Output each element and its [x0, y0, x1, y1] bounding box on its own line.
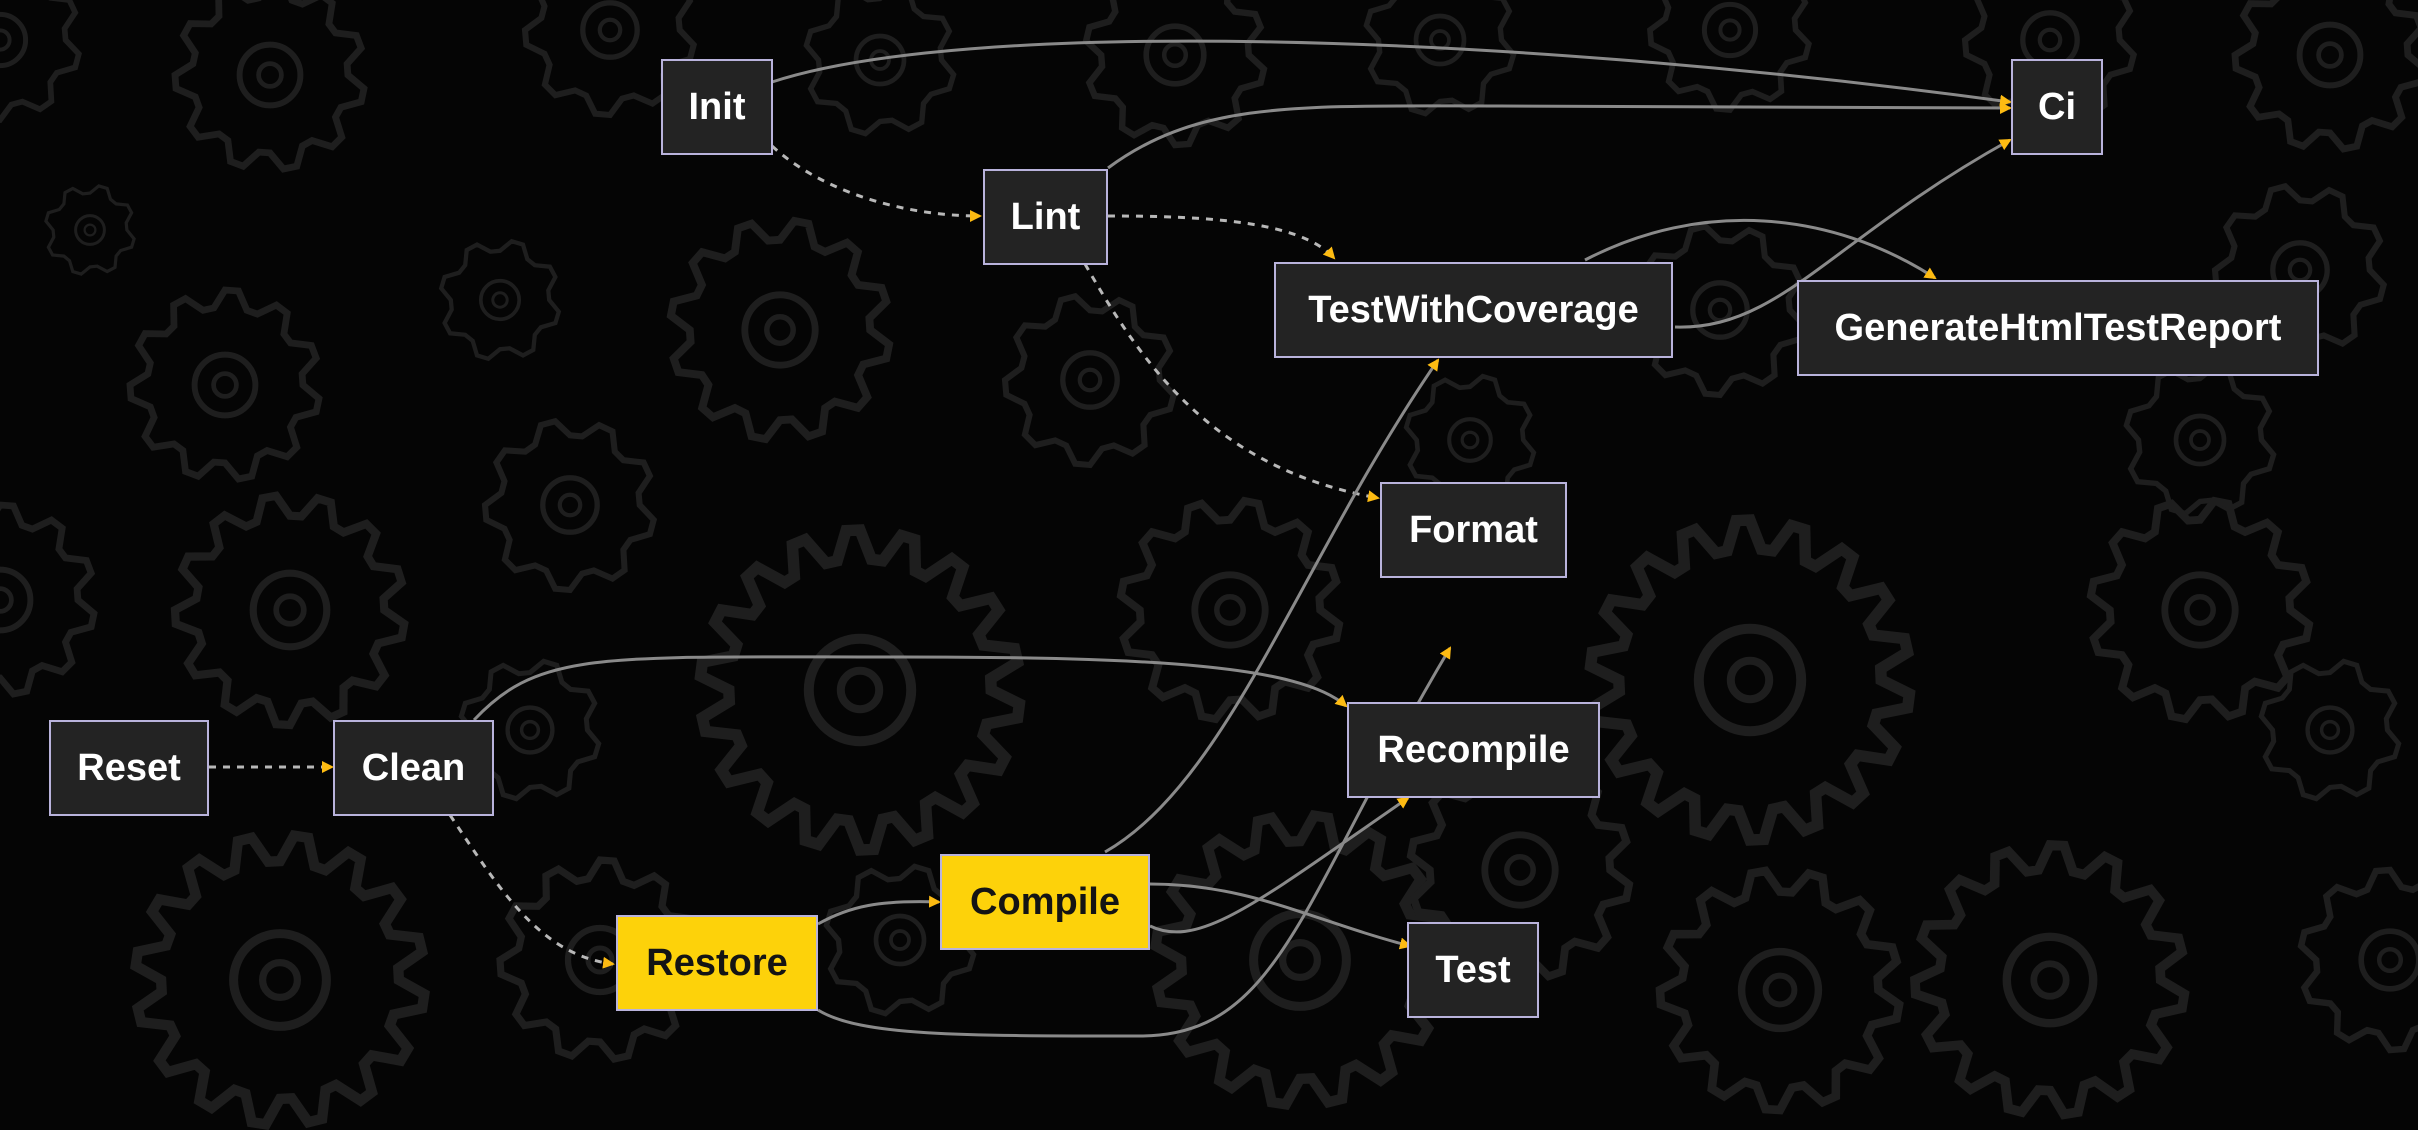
gear-icon [171, 0, 368, 173]
node-label: Ci [2038, 85, 2076, 128]
gear-icon [130, 830, 430, 1130]
node-label: GenerateHtmlTestReport [1834, 306, 2282, 349]
node-clean[interactable]: Clean [333, 720, 494, 816]
node-restore[interactable]: Restore [616, 915, 818, 1011]
gear-icon [1647, 0, 1812, 113]
gear-icon [694, 524, 1026, 856]
gear-icon [666, 216, 894, 444]
node-init[interactable]: Init [661, 59, 773, 155]
node-label: TestWithCoverage [1308, 288, 1639, 331]
gear-icon [170, 491, 409, 730]
edge-init-lint [770, 144, 982, 222]
gear-icon [2258, 658, 2402, 802]
gear-icon [1116, 496, 1344, 724]
gear-icon [0, 0, 82, 123]
edge-compile-recompile [1149, 796, 1410, 934]
gear-icon [2123, 363, 2277, 517]
node-lint[interactable]: Lint [983, 169, 1108, 265]
node-testwithcoverage[interactable]: TestWithCoverage [1274, 262, 1673, 358]
node-reset[interactable]: Reset [49, 720, 209, 816]
edge-restore-testwithcoverage [817, 646, 1452, 1038]
gear-icon [823, 863, 977, 1017]
gear-icon [44, 184, 136, 276]
edge-init-ci [771, 39, 2012, 107]
node-label: Recompile [1377, 728, 1570, 771]
edge-testwithcoverage-ci [1674, 138, 2012, 329]
gear-icon [1655, 866, 1904, 1115]
node-label: Reset [77, 746, 181, 789]
edge-clean-recompile [472, 655, 1348, 722]
gear-icon [438, 238, 562, 362]
node-ci[interactable]: Ci [2011, 59, 2103, 155]
gear-icon [2297, 866, 2418, 1054]
edge-restore-compile [817, 895, 941, 926]
node-label: Lint [1010, 195, 1081, 238]
edge-compile-test [1149, 882, 1412, 950]
gear-icon [0, 501, 98, 698]
gear-icon [1001, 292, 1178, 469]
edge-lint-testwithcoverage [1107, 214, 1336, 260]
node-generatehtmltestreport[interactable]: GenerateHtmlTestReport [1797, 280, 2319, 376]
node-label: Format [1409, 508, 1538, 551]
edge-testwithcoverage-generatehtmltestreport [1584, 218, 1937, 280]
node-label: Clean [361, 746, 466, 789]
node-test[interactable]: Test [1407, 922, 1539, 1018]
gear-icon [1910, 840, 2190, 1120]
gear-icon [521, 0, 698, 119]
node-label: Test [1435, 948, 1511, 991]
gear-icon [1584, 514, 1916, 846]
gear-icon [1082, 0, 1268, 149]
gear-icon [2086, 496, 2314, 724]
edge-clean-restore [448, 814, 615, 969]
edge-lint-ci [1107, 101, 2012, 170]
node-format[interactable]: Format [1380, 482, 1567, 578]
node-label: Compile [970, 880, 1120, 923]
node-recompile[interactable]: Recompile [1347, 702, 1600, 798]
node-label: Init [688, 85, 746, 128]
node-label: Restore [646, 941, 788, 984]
gear-icon [1150, 810, 1450, 1110]
edge-lint-format [1083, 263, 1380, 503]
gear-icon [2231, 0, 2418, 153]
gear-icon [481, 417, 658, 594]
gear-icon [126, 286, 323, 483]
node-compile[interactable]: Compile [940, 854, 1150, 950]
edge-compile-format [1104, 358, 1440, 854]
